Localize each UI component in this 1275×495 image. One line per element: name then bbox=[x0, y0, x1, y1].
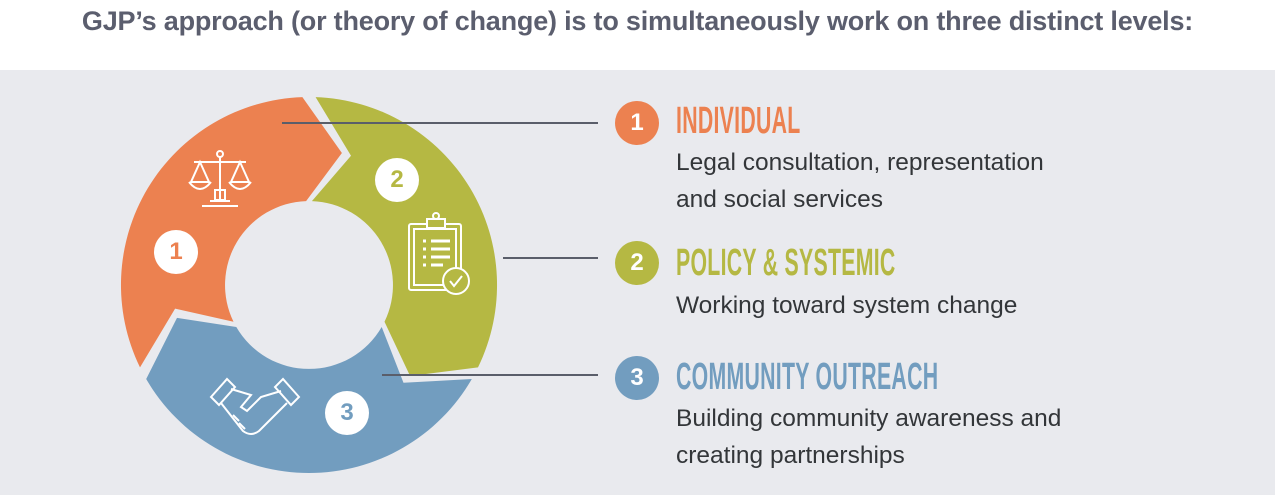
description-line: Legal consultation, representation bbox=[676, 149, 1044, 176]
level-badge-1: 1 bbox=[615, 101, 659, 145]
description-line: creating partnerships bbox=[676, 442, 905, 469]
ring-badge-1: 1 bbox=[154, 230, 198, 274]
level-heading-community: COMMUNITY OUTREACH bbox=[676, 356, 939, 398]
ring-badge-3: 3 bbox=[325, 391, 369, 435]
ring-badge-2: 2 bbox=[375, 158, 419, 202]
level-badge-3: 3 bbox=[615, 356, 659, 400]
clipboard-checklist-icon bbox=[408, 212, 470, 295]
page-title: GJP’s approach (or theory of change) is … bbox=[81, 6, 1194, 36]
scales-of-justice-icon bbox=[188, 150, 252, 207]
segment-individual bbox=[120, 97, 342, 368]
description-line: and social services bbox=[676, 186, 883, 213]
level-description-community: Building community awareness and creatin… bbox=[676, 400, 1061, 474]
segment-policy bbox=[311, 97, 498, 376]
level-heading-individual: INDIVIDUAL bbox=[676, 100, 801, 142]
description-line: Working toward system change bbox=[676, 292, 1018, 319]
level-description-policy: Working toward system change bbox=[676, 287, 1017, 324]
segment-community bbox=[146, 317, 472, 473]
level-description-individual: Legal consultation, representation and s… bbox=[676, 144, 1044, 218]
level-heading-policy: POLICY & SYSTEMIC bbox=[676, 242, 896, 284]
handshake-icon bbox=[209, 377, 301, 435]
level-badge-2: 2 bbox=[615, 241, 659, 285]
description-line: Building community awareness and bbox=[676, 405, 1062, 432]
title-band bbox=[0, 0, 1275, 70]
